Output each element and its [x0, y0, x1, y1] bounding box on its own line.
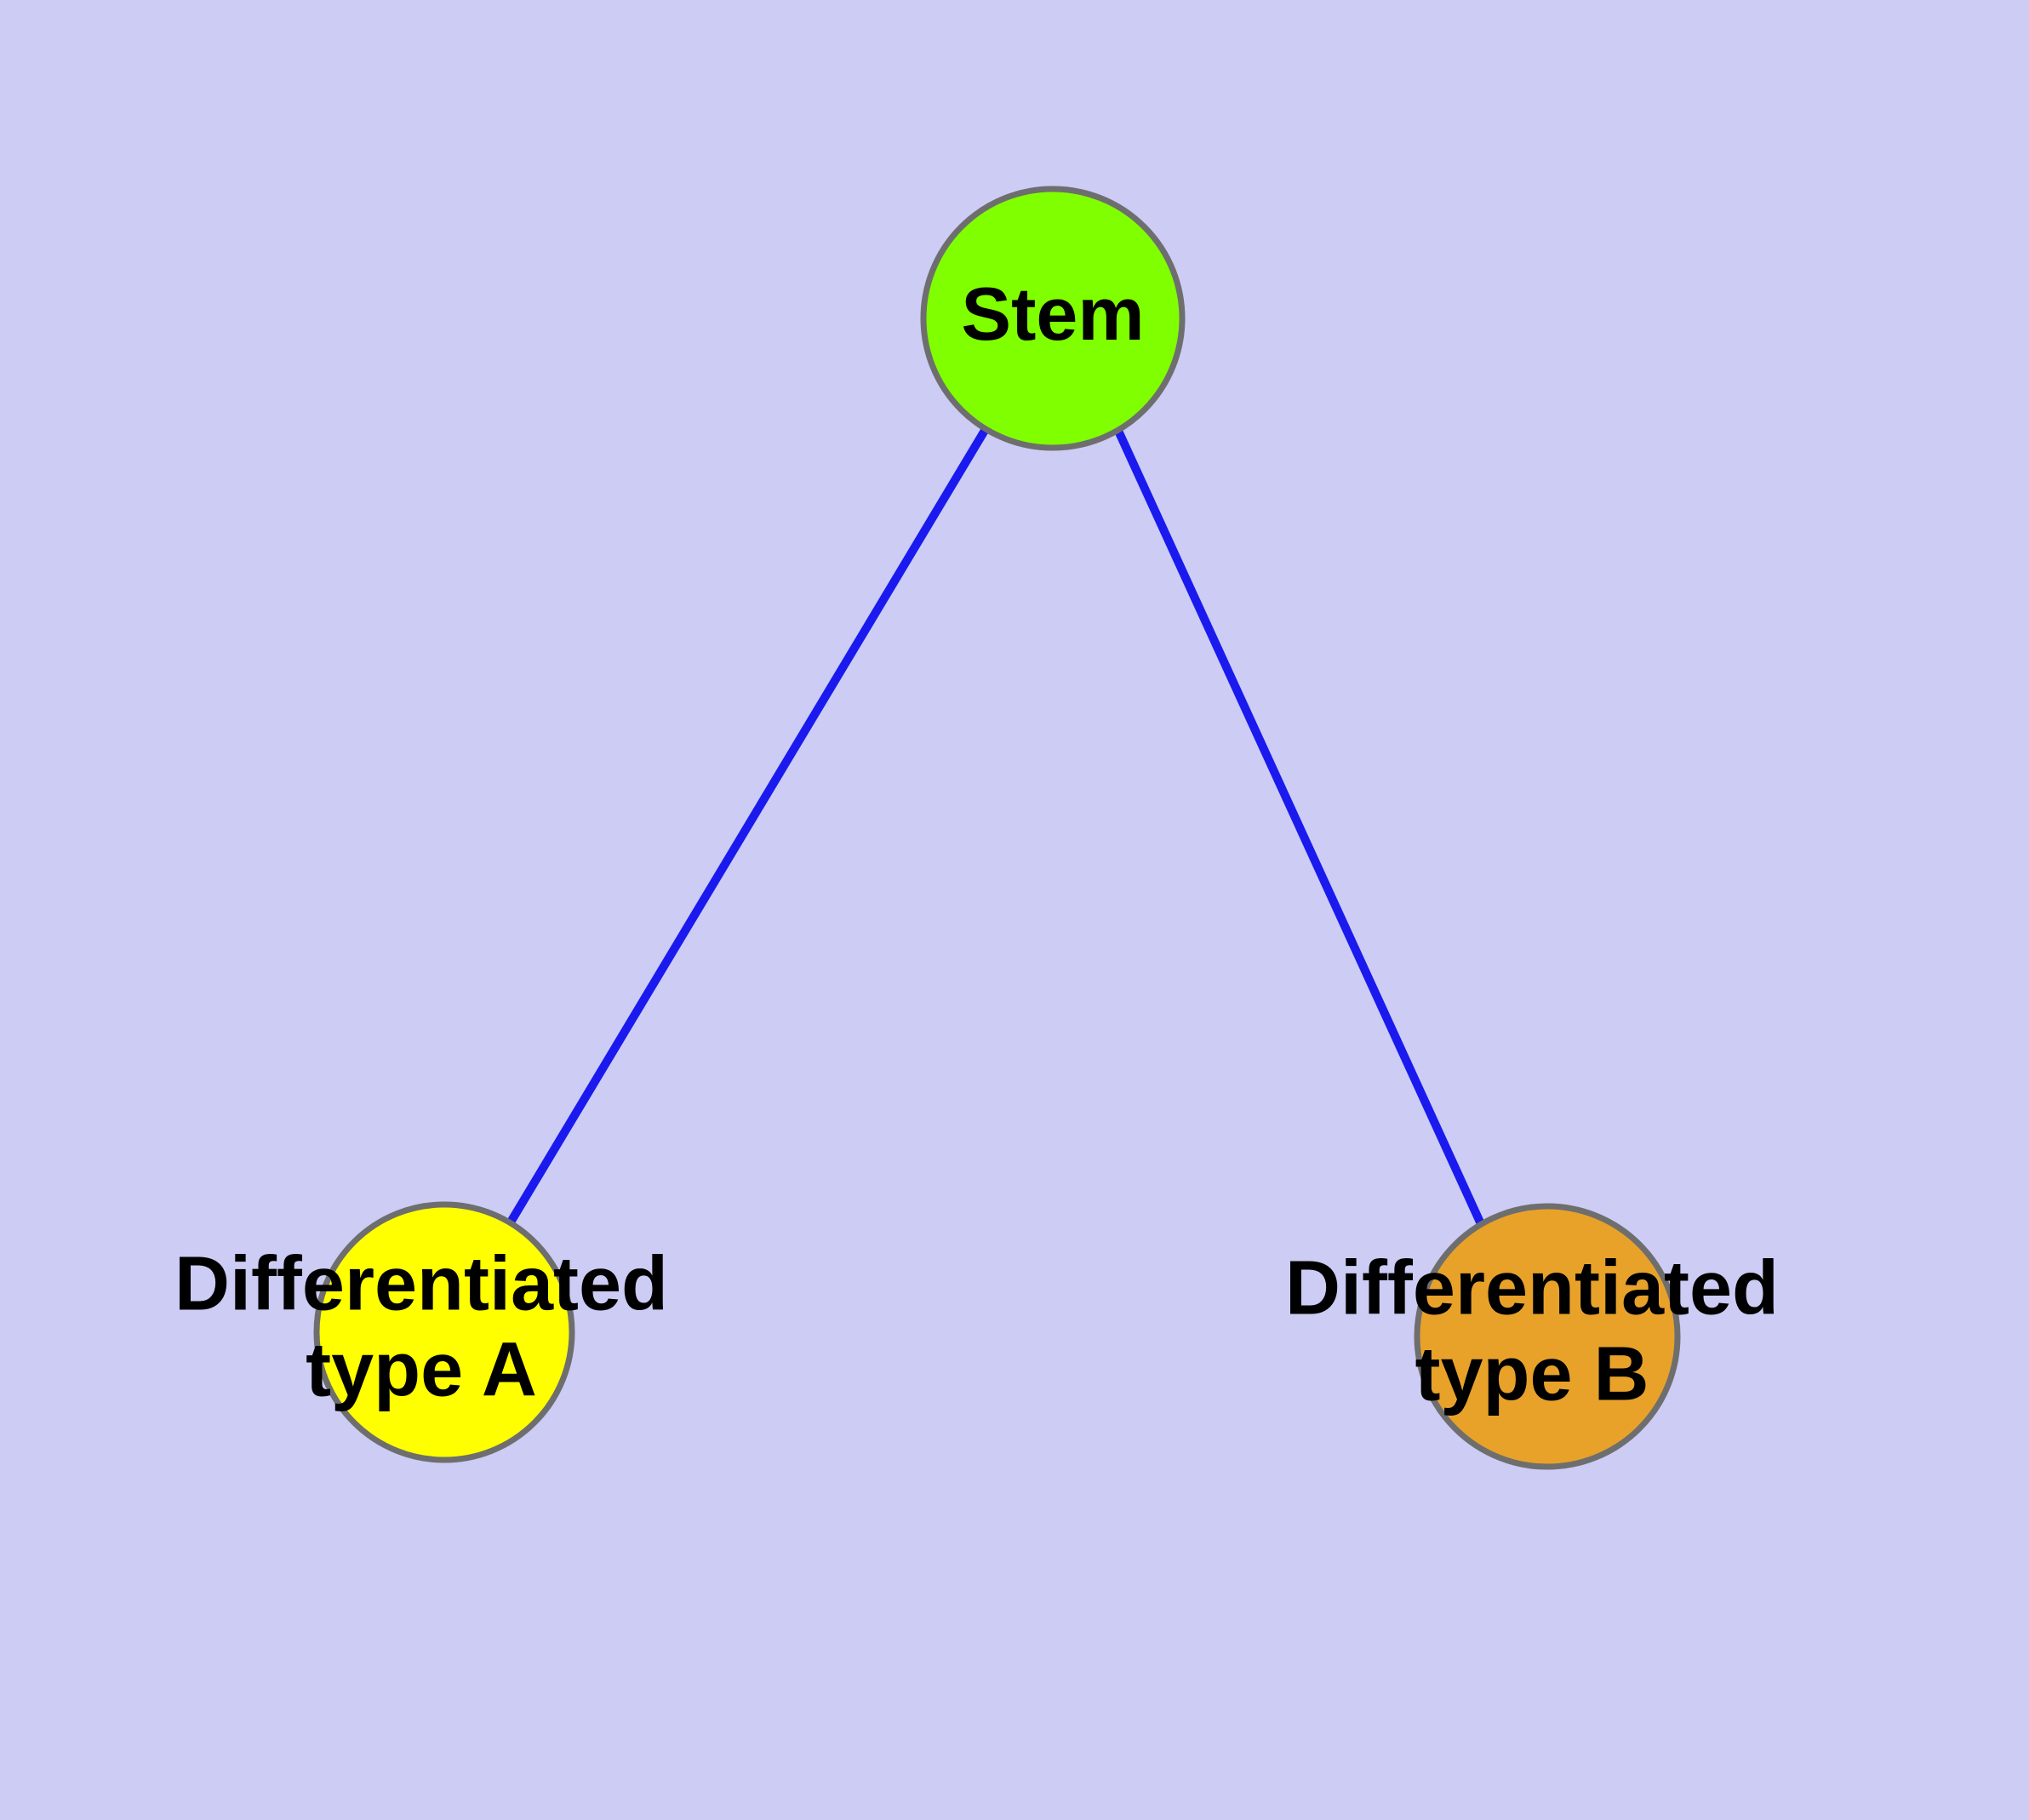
- graph-edge-stem-to-b[interactable]: [1114, 428, 1486, 1228]
- graph-node-diff_b[interactable]: [1414, 1203, 1681, 1470]
- edges-layer: [507, 426, 1486, 1228]
- node-label-line: Differentiated: [1285, 1245, 1779, 1331]
- node-label-line: Differentiated: [174, 1241, 668, 1326]
- node-label-line: type A: [306, 1327, 537, 1412]
- node-label-line: type B: [1415, 1331, 1649, 1417]
- graph-node-stem[interactable]: [920, 186, 1186, 451]
- node-label-stem: Stem: [961, 272, 1144, 356]
- graph-edge-stem-to-a[interactable]: [507, 426, 990, 1223]
- graph-node-diff_a[interactable]: [313, 1201, 575, 1463]
- nodes-layer: [313, 186, 1681, 1470]
- node-label-line: Stem: [961, 272, 1144, 356]
